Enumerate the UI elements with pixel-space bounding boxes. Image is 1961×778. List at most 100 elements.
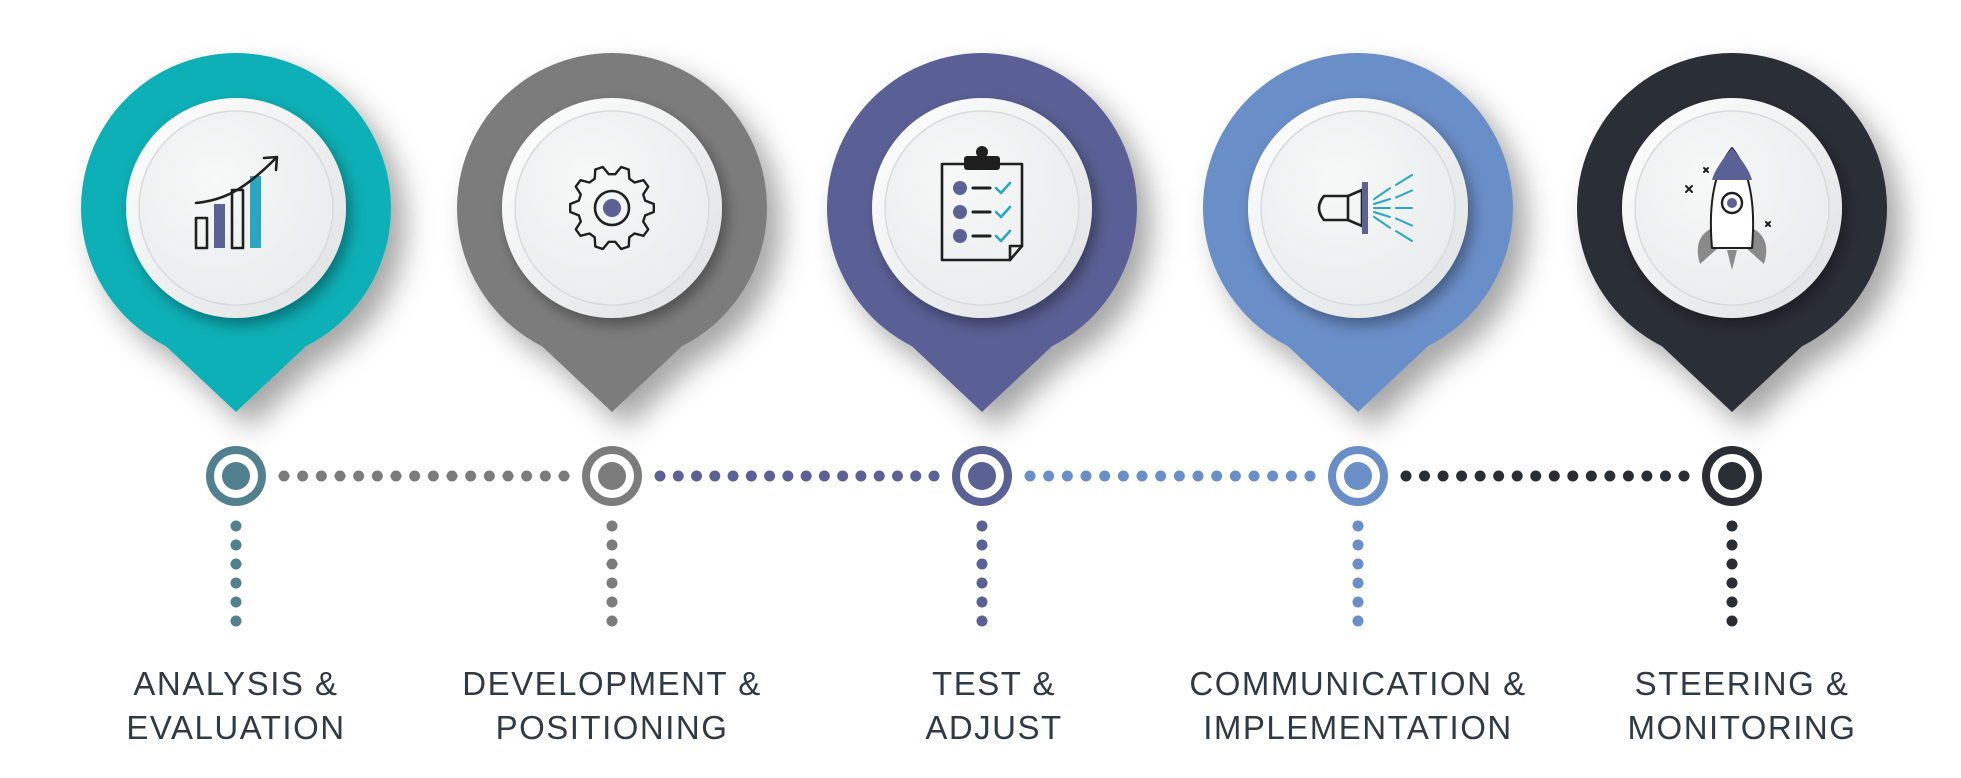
- connector-dot: [1456, 470, 1468, 482]
- connector-dot: [334, 470, 346, 482]
- step-label-line2: ADJUST: [925, 709, 1063, 746]
- connector-dot: [1136, 470, 1148, 482]
- connector-dot: [1304, 470, 1316, 482]
- connector-dot: [782, 470, 794, 482]
- vertical-dot: [230, 615, 242, 627]
- vertical-dot: [1352, 539, 1364, 551]
- connector-dot: [1229, 470, 1241, 482]
- connector-dot: [910, 470, 922, 482]
- step-label-communication: COMMUNICATION & IMPLEMENTATION: [1148, 662, 1568, 750]
- step-label-line1: DEVELOPMENT &: [462, 665, 762, 702]
- connector-dot: [1659, 470, 1671, 482]
- connector-dot: [873, 470, 885, 482]
- vertical-dot: [976, 577, 988, 589]
- step-label-line2: POSITIONING: [495, 709, 729, 746]
- vertical-dot: [1726, 615, 1738, 627]
- pin-face: [884, 110, 1080, 306]
- connector-dot: [654, 470, 666, 482]
- pin-3: [826, 52, 1137, 627]
- pin-2: [456, 52, 767, 627]
- connector-dot: [855, 470, 867, 482]
- connector-dot: [1267, 470, 1279, 482]
- connector-dot: [1043, 470, 1055, 482]
- pin-1: [80, 52, 391, 627]
- step-label-line1: COMMUNICATION &: [1189, 665, 1527, 702]
- pins: [80, 52, 1888, 627]
- connector-dot: [1493, 470, 1505, 482]
- connector-dot: [1155, 470, 1167, 482]
- vertical-dot: [1352, 558, 1364, 570]
- connector-dot: [764, 470, 776, 482]
- connector-dot: [1622, 470, 1634, 482]
- pin-4: [1202, 52, 1513, 627]
- connector-dot: [483, 470, 495, 482]
- connector-dot: [691, 470, 703, 482]
- vertical-dot: [1726, 539, 1738, 551]
- connector-dot: [353, 470, 365, 482]
- vertical-dot: [230, 539, 242, 551]
- connector-dot: [1567, 470, 1579, 482]
- timeline-node: [206, 446, 266, 506]
- step-label-line2: IMPLEMENTATION: [1203, 709, 1513, 746]
- connector-dot: [745, 470, 757, 482]
- connector-dot: [427, 470, 439, 482]
- connector-dot: [1099, 470, 1111, 482]
- connector-dot: [371, 470, 383, 482]
- step-label-development: DEVELOPMENT & POSITIONING: [402, 662, 822, 750]
- vertical-dot: [230, 577, 242, 589]
- step-label-line1: TEST &: [932, 665, 1056, 702]
- vertical-dot: [1352, 596, 1364, 608]
- vertical-dot: [230, 558, 242, 570]
- vertical-dot: [606, 520, 618, 532]
- connector-dot: [1285, 470, 1297, 482]
- vertical-dot: [1352, 520, 1364, 532]
- connector-dot: [315, 470, 327, 482]
- vertical-dot: [606, 558, 618, 570]
- connector-dot: [1641, 470, 1653, 482]
- rocket-icon: [1685, 147, 1771, 270]
- connector-dot: [1248, 470, 1260, 482]
- step-label-analysis: ANALYSIS & EVALUATION: [26, 662, 446, 750]
- vertical-dot: [606, 596, 618, 608]
- vertical-dot: [976, 615, 988, 627]
- vertical-dot: [976, 596, 988, 608]
- growth-chart-icon: [194, 155, 279, 250]
- connector-dot: [465, 470, 477, 482]
- connector-dot: [502, 470, 514, 482]
- step-label-line2: EVALUATION: [126, 709, 346, 746]
- connector-dot: [278, 470, 290, 482]
- timeline-node: [582, 446, 642, 506]
- megaphone-icon: [1317, 174, 1413, 242]
- connector-dot: [1024, 470, 1036, 482]
- connector-dot: [558, 470, 570, 482]
- timeline-node: [1328, 446, 1388, 506]
- clipboard-checklist-icon: [940, 146, 1024, 262]
- vertical-dot: [1726, 520, 1738, 532]
- connector-dot: [727, 470, 739, 482]
- connector-dot: [1604, 470, 1616, 482]
- connector-dot: [297, 470, 309, 482]
- connector-dot: [521, 470, 533, 482]
- step-label-line1: ANALYSIS &: [133, 665, 339, 702]
- connector-dot: [818, 470, 830, 482]
- connector-dot: [1585, 470, 1597, 482]
- vertical-dot: [976, 539, 988, 551]
- connector-dot: [928, 470, 940, 482]
- vertical-dot: [606, 539, 618, 551]
- connector-dot: [1400, 470, 1412, 482]
- vertical-dot: [606, 615, 618, 627]
- vertical-dot: [1352, 615, 1364, 627]
- vertical-dot: [1352, 577, 1364, 589]
- connector-dot: [1173, 470, 1185, 482]
- connector-dot: [1419, 470, 1431, 482]
- gear-icon: [569, 165, 655, 251]
- step-label-line2: MONITORING: [1627, 709, 1857, 746]
- connector-dot: [446, 470, 458, 482]
- step-label-steering: STEERING & MONITORING: [1532, 662, 1952, 750]
- connector-dot: [837, 470, 849, 482]
- vertical-dot: [976, 558, 988, 570]
- connector-dot: [1530, 470, 1542, 482]
- connector-dot: [390, 470, 402, 482]
- connector-dot: [409, 470, 421, 482]
